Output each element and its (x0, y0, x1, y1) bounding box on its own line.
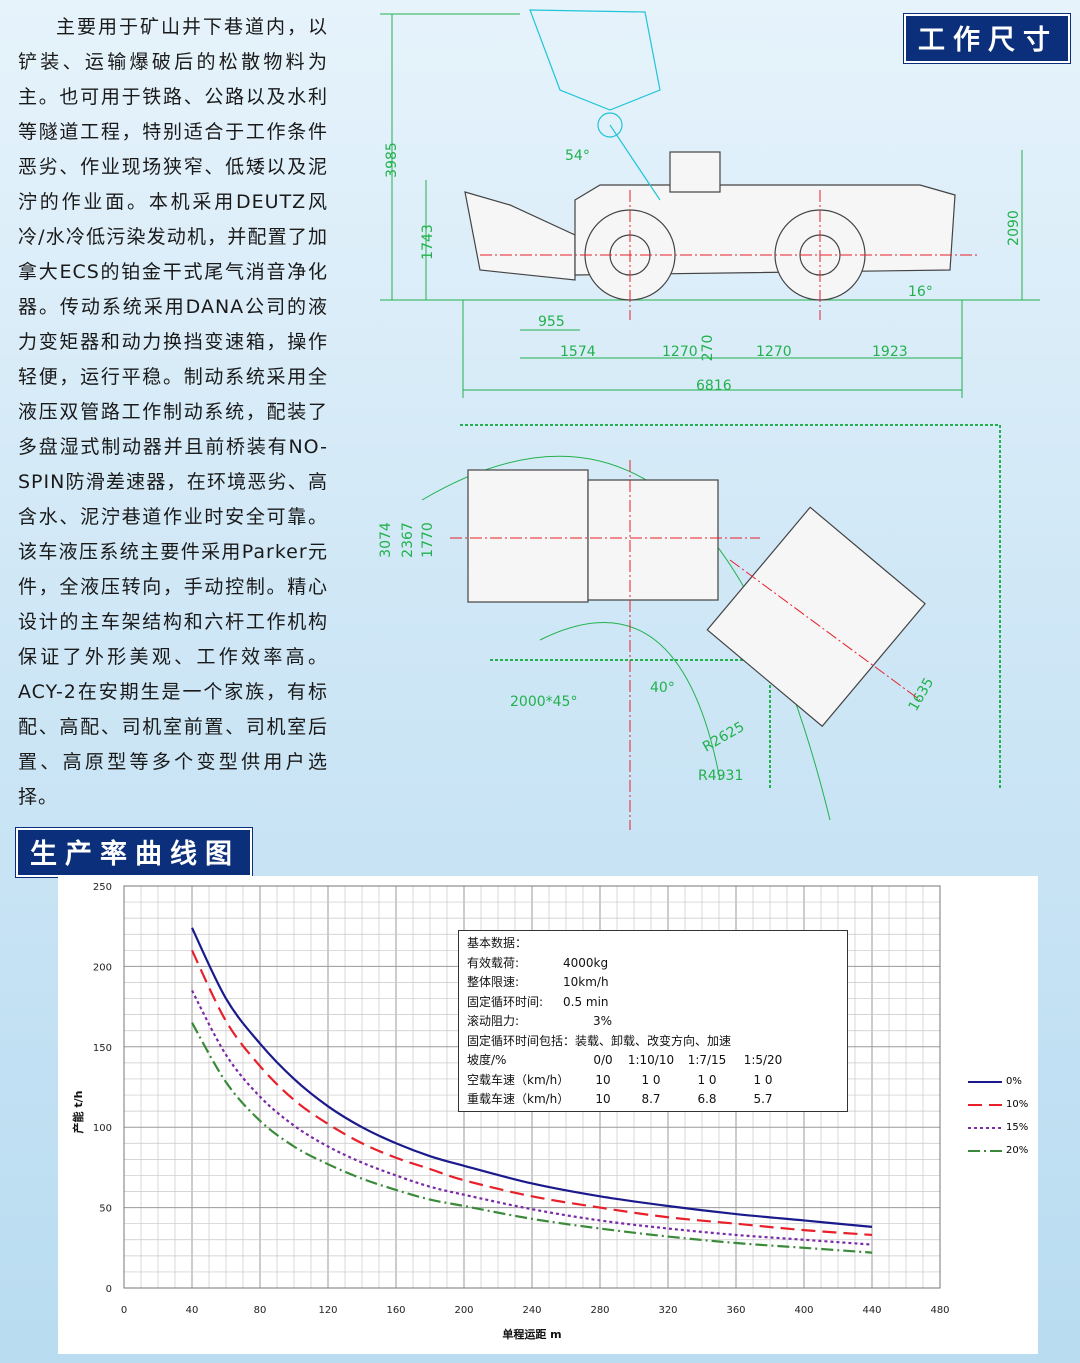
y-tick-label: 200 (93, 962, 112, 973)
x-tick-label: 400 (794, 1305, 813, 1316)
dim-2000x45: 2000*45° (510, 694, 577, 710)
dim-2367: 2367 (400, 522, 416, 558)
x-tick-label: 280 (590, 1305, 609, 1316)
dim-1574: 1574 (560, 344, 596, 360)
x-tick-label: 160 (386, 1305, 405, 1316)
y-tick-label: 150 (93, 1043, 112, 1054)
dim-r4931: R4931 (698, 768, 743, 784)
x-tick-label: 320 (658, 1305, 677, 1316)
legend-label: 0% (1006, 1076, 1022, 1087)
dim-1270b: 1270 (756, 344, 792, 360)
series-line-20pct (191, 1022, 873, 1254)
info-row-slope: 坡度/% 0/0 1:10/10 1:7/15 1:5/20 (467, 1053, 783, 1067)
dim-955: 955 (538, 314, 565, 330)
dim-16deg: 16° (908, 284, 933, 300)
side-dimension-labels: 3985 1743 2090 54° 16° 955 270 1574 1270… (384, 142, 1022, 394)
legend-item-15pct: 15% (966, 1116, 1036, 1139)
info-title: 基本数据： (467, 936, 528, 950)
x-tick-label: 0 (121, 1305, 127, 1316)
side-dimension-lines (380, 13, 1040, 398)
x-tick-label: 440 (862, 1305, 881, 1316)
raised-bucket-outline (529, 9, 661, 201)
plot-frame (123, 885, 941, 1289)
dim-2090: 2090 (1006, 210, 1022, 246)
legend-swatch (968, 1103, 1002, 1106)
y-tick-label: 50 (99, 1204, 112, 1215)
y-tick-label: 250 (93, 882, 112, 893)
info-row-payload: 有效载荷: 4000kg (467, 955, 609, 970)
intro-text: 主要用于矿山井下巷道内，以铲装、运输爆破后的松散物料为主。也可用于铁路、公路以及… (18, 16, 328, 808)
info-cycle-note: 固定循环时间包括：装载、卸载、改变方向、加速 (467, 1033, 732, 1048)
legend-swatch (968, 1080, 1002, 1083)
section-title-dimensions: 工作尺寸 (903, 13, 1071, 64)
loader-side-view (464, 151, 956, 301)
dimension-drawing: 3985 1743 2090 54° 16° 955 270 1574 1270… (378, 9, 1040, 830)
x-tick-label: 360 (726, 1305, 745, 1316)
dim-54deg: 54° (565, 148, 590, 164)
dim-r2625: R2625 (700, 719, 747, 756)
x-tick-label: 40 (186, 1305, 199, 1316)
series-line-15pct (191, 990, 873, 1246)
dim-40deg: 40° (650, 680, 675, 696)
x-tick-label: 120 (318, 1305, 337, 1316)
side-center-lines (480, 190, 980, 320)
y-axis-label: 产能 t/h (71, 1091, 85, 1134)
info-row-cycle-time: 固定循环时间: 0.5 min (467, 994, 609, 1009)
x-axis-label: 单程运距 m (502, 1327, 561, 1341)
x-tick-label: 80 (254, 1305, 267, 1316)
series-line-10pct (191, 949, 873, 1237)
info-row-empty-speed: 空载车速（km/h） 10 1 0 1 0 1 0 (467, 1072, 773, 1087)
x-tick-label: 240 (522, 1305, 541, 1316)
dim-1770: 1770 (420, 522, 436, 558)
legend-item-20pct: 20% (966, 1139, 1036, 1162)
dim-3985: 3985 (384, 142, 400, 178)
basic-data-box: 基本数据： 有效载荷: 4000kg 整体限速: 10km/h 固定循环时间: … (458, 930, 848, 1112)
x-tick-label: 200 (454, 1305, 473, 1316)
info-row-speed-limit: 整体限速: 10km/h (467, 975, 609, 989)
dim-1923: 1923 (872, 344, 908, 360)
series-line-0pct (191, 927, 873, 1228)
legend-label: 10% (1006, 1099, 1029, 1110)
section-title-productivity: 生产率曲线图 (15, 827, 253, 878)
chart-legend: 0% 10% 15% 20% (966, 1070, 1036, 1162)
y-tick-label: 100 (93, 1123, 112, 1134)
legend-item-10pct: 10% (966, 1093, 1036, 1116)
x-tick-label: 480 (930, 1305, 949, 1316)
info-row-loaded-speed: 重载车速（km/h） 10 8.7 6.8 5.7 (467, 1092, 773, 1106)
dim-3074: 3074 (378, 522, 394, 558)
legend-item-0pct: 0% (966, 1070, 1036, 1093)
legend-label: 20% (1006, 1145, 1029, 1156)
info-row-rolling-resistance: 滚动阻力: 3% (467, 1014, 613, 1028)
dim-6816: 6816 (696, 378, 732, 394)
dim-1270a: 1270 (662, 344, 698, 360)
top-center-lines (450, 460, 921, 830)
dim-1743: 1743 (420, 224, 436, 260)
dim-270: 270 (700, 335, 716, 362)
y-tick-label: 0 (106, 1284, 112, 1295)
loader-top-view (467, 469, 926, 728)
legend-swatch (968, 1126, 1002, 1129)
dim-1635: 1635 (906, 675, 938, 714)
legend-swatch (968, 1149, 1002, 1152)
legend-label: 15% (1006, 1122, 1029, 1133)
productivity-chart: 0 40 80 120 160 200 240 280 320 360 400 440 480 0 50 10… (58, 876, 1038, 1354)
